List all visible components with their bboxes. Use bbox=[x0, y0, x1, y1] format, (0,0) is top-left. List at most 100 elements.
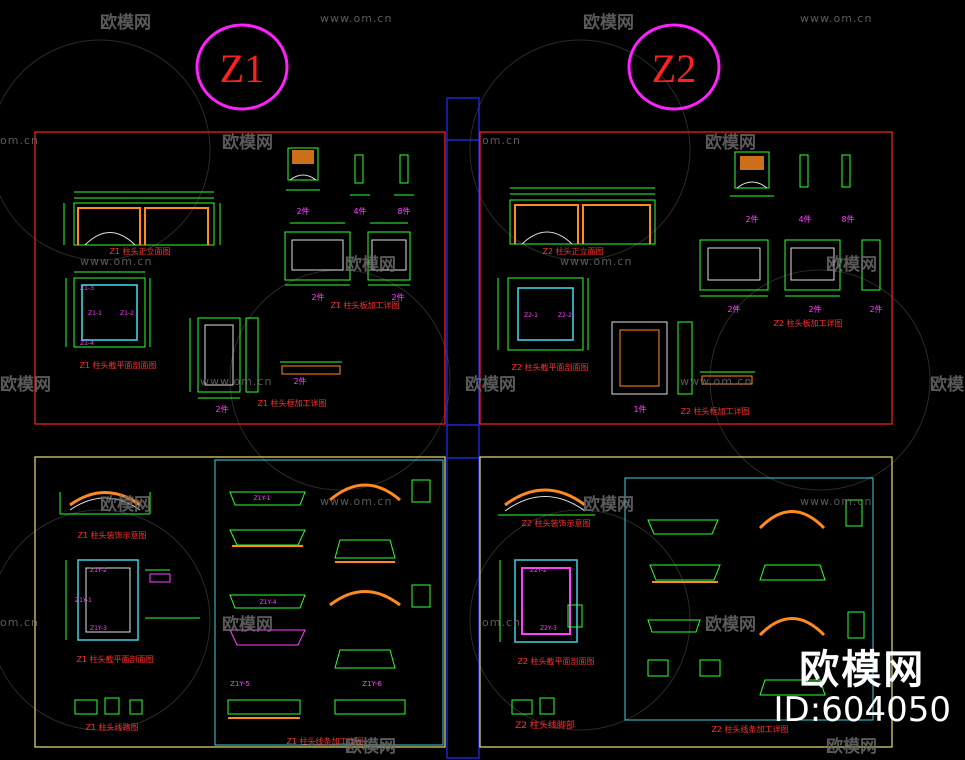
z2-qty-b: 4件 bbox=[798, 214, 811, 224]
z1-qty-f: 2件 bbox=[215, 404, 228, 414]
watermark-logo-13: 欧模网 bbox=[705, 615, 756, 635]
z1b-caption-plan: Z1 柱头截平面剖面图 bbox=[76, 654, 153, 664]
z2b-moldings bbox=[647, 499, 865, 696]
z2-qty-f: 2件 bbox=[869, 304, 882, 314]
svg-text:Z1-2: Z1-2 bbox=[120, 310, 134, 317]
sheet-z2-top: Z2 柱头正立面图 Z2-1 Z2-2 Z2 柱头截平面剖面图 2件 4件 8件 bbox=[479, 131, 893, 425]
z2-qty-d: 2件 bbox=[727, 304, 740, 314]
watermark-url-1: www.om.cn bbox=[320, 12, 393, 25]
sheet-z2-bottom: Z2 柱头装饰示意图 Z2Y-2 Z2Y-3 Z2 柱头截平面剖面图 Z2 柱头… bbox=[479, 456, 893, 748]
watermark-url-4: om.cn bbox=[482, 134, 521, 147]
watermark-url-9: www.om.cn bbox=[320, 495, 393, 508]
z1b-plan: Z1Y-2 Z1Y-1 Z1Y-3 bbox=[65, 559, 200, 641]
watermark-logo-8: 欧模网 bbox=[465, 375, 516, 395]
z1b-tag-3: Z1Y-5 bbox=[230, 680, 250, 688]
watermark-url-8: www.om.cn bbox=[680, 375, 753, 388]
z2-qty-e: 2件 bbox=[808, 304, 821, 314]
z1-frame-piece bbox=[189, 317, 342, 399]
z2-arch-elevation bbox=[509, 187, 656, 245]
z1-qty-c: 8件 bbox=[397, 206, 410, 216]
z1b-caption-profiles: Z1 柱头线路图 bbox=[85, 722, 138, 732]
watermark-logo-15: 欧模网 bbox=[826, 737, 877, 757]
watermark-logo-1: 欧模网 bbox=[100, 13, 151, 33]
badge-z2-text: Z2 bbox=[652, 46, 696, 91]
z2-plan: Z2-1 Z2-2 bbox=[497, 277, 589, 351]
z1-parts-small bbox=[286, 147, 414, 196]
svg-text:Z1-4: Z1-4 bbox=[80, 340, 94, 347]
watermark-logo-5: 欧模网 bbox=[345, 255, 396, 275]
watermark-logo-4: 欧模网 bbox=[705, 133, 756, 153]
z1b-profiles bbox=[74, 697, 143, 715]
z1-panels bbox=[284, 222, 411, 286]
svg-text:Z1Y-2: Z1Y-2 bbox=[90, 567, 107, 574]
z2-caption-process-2: Z2 柱头框加工详图 bbox=[680, 406, 749, 416]
svg-text:Z1Y-1: Z1Y-1 bbox=[75, 597, 92, 604]
svg-text:Z1Y-3: Z1Y-3 bbox=[90, 625, 107, 632]
watermark-logo-3: 欧模网 bbox=[222, 133, 273, 153]
badge-z2: Z2 bbox=[627, 23, 721, 111]
z1-caption-elevation: Z1 柱头正立面图 bbox=[109, 246, 170, 256]
svg-text:Z2-1: Z2-1 bbox=[524, 312, 538, 319]
z2b-caption-plan: Z2 柱头截平面剖面图 bbox=[517, 656, 594, 666]
z2-parts-small bbox=[730, 151, 851, 197]
z1-caption-plan: Z1 柱头截平面剖面图 bbox=[79, 360, 156, 370]
watermark-logo-2: 欧模网 bbox=[583, 13, 634, 33]
z1-caption-process-1: Z1 柱头板加工详图 bbox=[330, 300, 399, 310]
z1b-moldings bbox=[227, 479, 431, 719]
z1-caption-process-2: Z1 柱头框加工详图 bbox=[257, 398, 326, 408]
brand-mark: 欧模网 ID:604050 bbox=[774, 648, 951, 728]
watermark-logo-7: 欧模网 bbox=[0, 375, 51, 395]
z1-arch-elevation bbox=[63, 191, 221, 246]
z1-plan: Z1-1 Z1-2 Z1-3 Z1-4 bbox=[65, 271, 151, 348]
watermark-url-11: om.cn bbox=[0, 616, 39, 629]
z1b-tag-1: Z1Y-1 bbox=[254, 495, 271, 502]
z2-frame-piece bbox=[611, 321, 755, 395]
watermark-logo-12: 欧模网 bbox=[222, 615, 273, 635]
z2-caption-plan: Z2 柱头截平面剖面图 bbox=[511, 362, 588, 372]
svg-text:Z2-2: Z2-2 bbox=[558, 312, 572, 319]
badge-z1-text: Z1 bbox=[220, 46, 264, 91]
z2b-caption-profiles: Z2 柱头线脚部 bbox=[515, 719, 575, 731]
z2b-caption-process: Z2 柱头线条加工详图 bbox=[711, 724, 788, 734]
z1-qty-a: 2件 bbox=[296, 206, 309, 216]
z2b-caption-elevation: Z2 柱头装饰示意图 bbox=[521, 518, 590, 528]
svg-text:Z2Y-3: Z2Y-3 bbox=[540, 625, 557, 632]
watermark-url-3: om.cn bbox=[0, 134, 39, 147]
z2-qty-g: 1件 bbox=[633, 404, 646, 414]
watermark-logo-10: 欧模网 bbox=[100, 495, 151, 515]
z1-qty-e: 2件 bbox=[391, 292, 404, 302]
z1-qty-g: 2件 bbox=[293, 376, 306, 386]
watermark-url-12: om.cn bbox=[482, 616, 521, 629]
watermark-logo-14: 欧模网 bbox=[345, 737, 396, 757]
z1-qty-b: 4件 bbox=[353, 206, 366, 216]
brand-id: ID:604050 bbox=[773, 690, 951, 730]
watermark-url-6: www.om.cn bbox=[560, 255, 633, 268]
z2b-elevation bbox=[498, 488, 595, 516]
watermark-url-2: www.om.cn bbox=[800, 12, 873, 25]
z2-caption-process-1: Z2 柱头板加工详图 bbox=[773, 318, 842, 328]
watermark-url-10: www.om.cn bbox=[800, 495, 873, 508]
watermark-logo-6: 欧模网 bbox=[826, 255, 877, 275]
svg-text:Z2Y-2: Z2Y-2 bbox=[530, 567, 547, 574]
sheet-z1-bottom: Z1 柱头装饰示意图 Z1Y-2 Z1Y-1 Z1Y-3 Z1 柱头截平面剖面图… bbox=[34, 456, 446, 748]
z1b-caption-process: Z1 柱头线条加工详图 bbox=[286, 736, 363, 746]
z2b-profiles bbox=[511, 697, 555, 715]
z2-panels bbox=[699, 239, 881, 297]
watermark-logo-9: 欧模网 bbox=[930, 375, 965, 395]
z2-caption-elevation: Z2 柱头正立面图 bbox=[542, 246, 603, 256]
z1b-caption-elevation: Z1 柱头装饰示意图 bbox=[77, 530, 146, 540]
watermark-logo-11: 欧模网 bbox=[583, 495, 634, 515]
center-divider bbox=[446, 97, 480, 759]
badge-z1: Z1 bbox=[195, 23, 289, 111]
svg-text:Z1-3: Z1-3 bbox=[80, 285, 94, 292]
sheet-z1-top: Z1 柱头正立面图 Z1-1 Z1-2 Z1-3 Z1-4 Z1 柱头截平面剖面… bbox=[34, 131, 446, 425]
watermark-url-5: www.om.cn bbox=[80, 255, 153, 268]
z2b-plan: Z2Y-2 Z2Y-3 bbox=[499, 559, 583, 643]
watermark-url-7: www.om.cn bbox=[200, 375, 273, 388]
brand-name: 欧模网 bbox=[799, 647, 926, 693]
z2-qty-c: 8件 bbox=[841, 214, 854, 224]
svg-text:Z1-1: Z1-1 bbox=[88, 310, 102, 317]
z1b-tag-2: Z1Y-4 bbox=[260, 599, 277, 606]
z1-qty-d: 2件 bbox=[311, 292, 324, 302]
